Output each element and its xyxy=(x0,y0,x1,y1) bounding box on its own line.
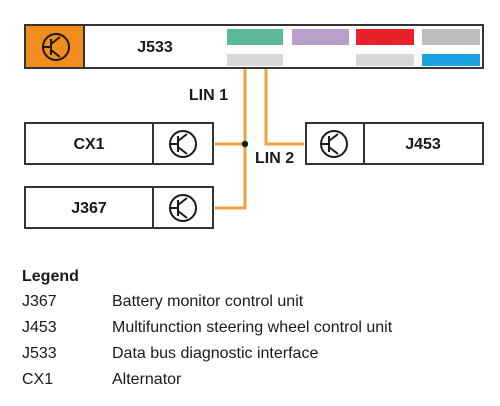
legend-item: J367 Battery monitor control unit xyxy=(22,289,492,315)
transistor-symbol-icon xyxy=(320,130,348,158)
lin-bus-lines xyxy=(215,68,304,210)
j533-gateway-box: J533 xyxy=(24,24,484,69)
j533-label: J533 xyxy=(137,39,173,56)
transistor-symbol-icon xyxy=(169,130,197,158)
cx1-label: CX1 xyxy=(73,136,104,153)
j367-battery-monitor-box: J367 xyxy=(24,186,214,229)
legend-description: Alternator xyxy=(112,371,182,388)
light-grey-block-1 xyxy=(227,54,283,66)
grey-block xyxy=(422,29,480,45)
purple-block xyxy=(292,29,349,45)
legend-description: Battery monitor control unit xyxy=(112,293,304,310)
legend-code: J453 xyxy=(22,319,57,336)
legend: Legend J367 Battery monitor control unit… xyxy=(22,268,492,393)
legend-code: CX1 xyxy=(22,371,54,388)
transistor-symbol-icon xyxy=(169,194,197,222)
green-block xyxy=(227,29,283,45)
cx1-alternator-box: CX1 xyxy=(24,122,214,165)
lin2-label: LIN 2 xyxy=(255,150,294,167)
lin2-line xyxy=(264,68,304,146)
lin1-line xyxy=(215,68,247,210)
legend-description: Data bus diagnostic interface xyxy=(112,345,319,362)
legend-code: J533 xyxy=(22,345,57,362)
light-grey-block-2 xyxy=(356,54,414,66)
lin1-label: LIN 1 xyxy=(189,87,228,104)
legend-title: Legend xyxy=(22,268,79,285)
legend-description: Multifunction steering wheel control uni… xyxy=(112,319,393,336)
legend-code: J367 xyxy=(22,293,57,310)
legend-item: CX1 Alternator xyxy=(22,367,492,393)
legend-item: J533 Data bus diagnostic interface xyxy=(22,341,492,367)
j367-label: J367 xyxy=(71,200,107,217)
j453-steering-wheel-box: J453 xyxy=(305,122,484,165)
lin-bus-diagram: J533 LIN 1 LIN 2 CX1 J367 xyxy=(24,24,484,229)
j453-label: J453 xyxy=(405,136,441,153)
transistor-symbol-icon xyxy=(42,33,70,61)
red-block xyxy=(356,29,414,45)
blue-block xyxy=(422,54,480,66)
legend-item: J453 Multifunction steering wheel contro… xyxy=(22,315,492,341)
lin1-junction-dot xyxy=(241,140,249,148)
